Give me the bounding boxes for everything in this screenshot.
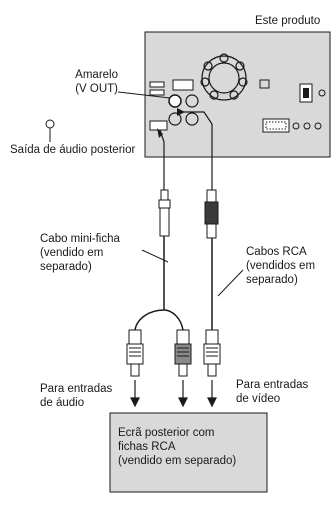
rca-plug-white — [126, 329, 144, 377]
jack-3 — [168, 112, 182, 126]
product-label: Este produto — [255, 15, 321, 27]
yellow-label-line-1: Amarelo — [75, 69, 118, 81]
rear-audio-label: Saída de áudio posterior — [10, 144, 136, 156]
round-connector — [200, 53, 248, 101]
port-stack-a — [149, 81, 165, 88]
rca-cables-label: Cabos RCA (vendidos em separado) — [246, 245, 315, 287]
port-right-dot — [318, 89, 326, 97]
audio-inputs-line-1: Para entradas — [40, 383, 113, 395]
rear-display-line-2: fichas RCA — [118, 441, 176, 453]
head-unit — [144, 31, 331, 158]
cables — [159, 111, 213, 194]
jack-2 — [185, 94, 199, 108]
rca-line-1: Cabos RCA — [246, 246, 307, 258]
multi-pin-connector — [262, 118, 290, 133]
minijack-line-1: Cabo mini-ficha — [40, 233, 120, 245]
minijack-cable-label: Cabo mini-ficha (vendido em separado) — [40, 232, 120, 274]
minijack-plug — [158, 189, 171, 290]
port-dot-1 — [292, 122, 300, 130]
port-dot-3 — [314, 122, 322, 130]
minijack-arrow-head — [157, 128, 163, 138]
rca-line-3: separado) — [246, 274, 298, 286]
rca-plug-yellow — [203, 329, 221, 377]
audio-inputs-line-2: de áudio — [40, 397, 85, 409]
rear-audio-leader-dot — [45, 119, 55, 129]
rca-leader — [217, 269, 244, 297]
y-split — [134, 290, 184, 331]
port-small-square — [259, 79, 270, 89]
yellow-leader — [117, 91, 171, 99]
port-upper — [172, 79, 194, 91]
port-right-inner — [303, 88, 309, 98]
minijack-line-2: (vendido em — [40, 247, 104, 259]
jack-yellow-v-out — [168, 94, 182, 108]
jack-4 — [185, 112, 199, 126]
multi-pin-inner — [265, 121, 287, 130]
minijack-line-3: separado) — [40, 261, 92, 273]
rear-display-line-1: Ecrã posterior com — [118, 427, 215, 439]
yellow-label-line-2: (V OUT) — [75, 83, 118, 95]
video-inputs-line-2: de vídeo — [236, 393, 281, 405]
rca-line-2: (vendidos em — [246, 260, 316, 272]
down-arrows — [130, 380, 217, 408]
rca-plug-red — [174, 329, 192, 377]
rear-display-box — [109, 412, 268, 493]
rca-plug-top — [204, 189, 219, 330]
audio-inputs-label: Para entradas de áudio — [40, 382, 112, 410]
rca-arrow-head — [177, 108, 185, 116]
rear-audio-port — [149, 120, 168, 131]
video-inputs-line-1: Para entradas — [236, 379, 309, 391]
video-inputs-label: Para entradas de vídeo — [236, 378, 308, 406]
yellow-label: Amarelo (V OUT) — [40, 68, 118, 96]
rear-display-line-3: (vendido em separado) — [118, 455, 237, 467]
rear-display-label: Ecrã posterior com fichas RCA (vendido e… — [118, 426, 268, 468]
port-dot-2 — [303, 122, 311, 130]
port-stack-b — [149, 89, 165, 96]
rca-route — [180, 111, 213, 125]
